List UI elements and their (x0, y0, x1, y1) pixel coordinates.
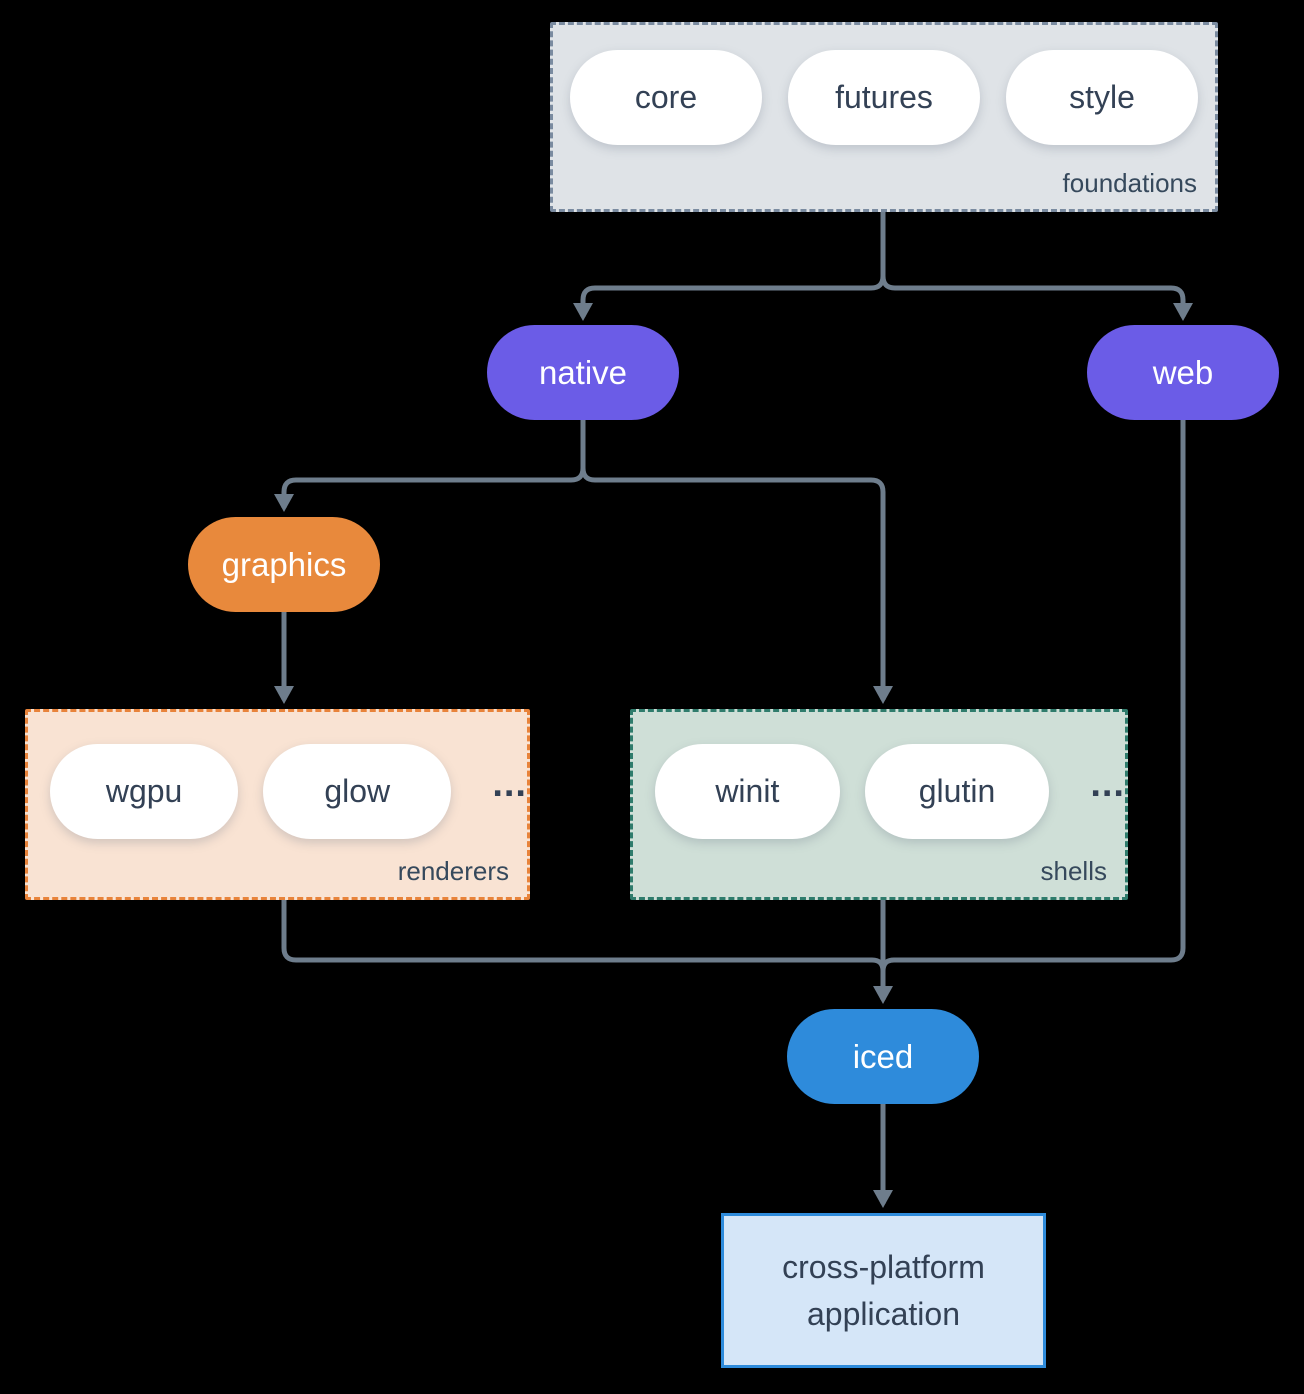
node-core: core (570, 50, 762, 145)
renderers-group: wgpu glow ... renderers (25, 709, 530, 900)
node-winit: winit (655, 744, 840, 839)
node-graphics: graphics (188, 517, 380, 612)
shells-ellipsis: ... (1090, 763, 1125, 805)
shells-label: shells (1040, 856, 1107, 886)
node-glow: glow (263, 744, 452, 839)
foundations-pill-row: core futures style (553, 50, 1215, 145)
node-iced: iced (787, 1009, 979, 1104)
foundations-label: foundations (1062, 168, 1197, 198)
renderers-label: renderers (397, 856, 509, 886)
node-wgpu: wgpu (50, 744, 239, 839)
node-native: native (487, 325, 679, 420)
shells-group: winit glutin ... shells (630, 709, 1128, 900)
node-web: web (1087, 325, 1279, 420)
renderers-ellipsis: ... (492, 763, 527, 805)
node-cross-platform-application: cross-platform application (721, 1213, 1046, 1368)
node-futures: futures (788, 50, 980, 145)
edge-native-to-graphics (274, 415, 586, 512)
edge-renderers-to-merge (281, 899, 886, 972)
renderers-pill-row: wgpu glow ... (50, 737, 527, 846)
node-style: style (1006, 50, 1198, 145)
shells-pill-row: winit glutin ... (655, 737, 1125, 846)
foundations-group: core futures style foundations (550, 22, 1218, 212)
edge-native-to-shells (580, 467, 893, 704)
node-glutin: glutin (864, 744, 1050, 839)
edge-foundations-to-native (573, 212, 886, 321)
edge-foundations-to-web (880, 275, 1193, 321)
